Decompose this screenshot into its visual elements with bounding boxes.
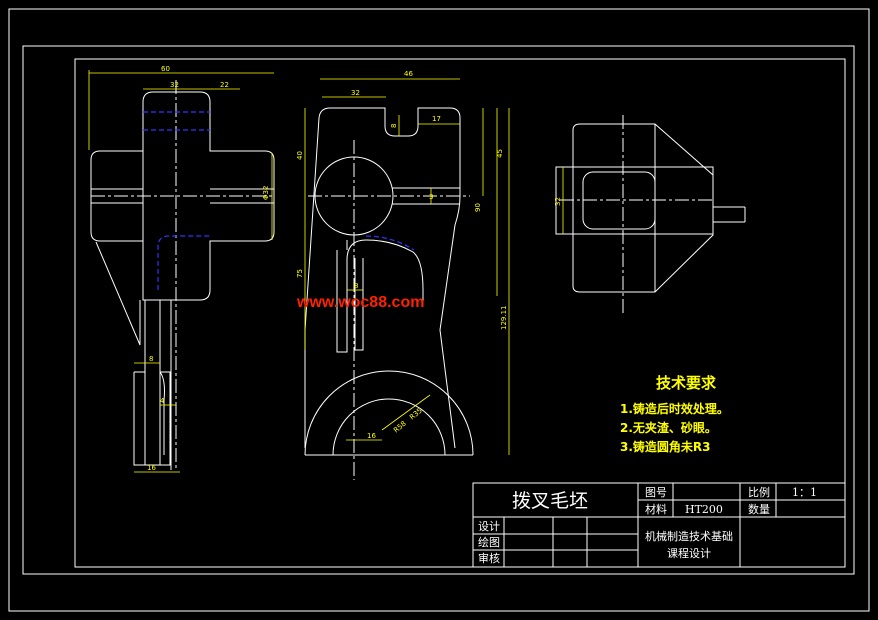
review-label: 审核 (478, 551, 500, 565)
scale-value: 1：1 (792, 486, 817, 499)
technical-requirements: 技术要求 1.铸造后时效处理。 2.无夹渣、砂眼。 3.铸造圆角未R3 (620, 374, 729, 454)
material-value: HT200 (685, 503, 723, 516)
course-subtitle: 课程设计 (667, 547, 711, 560)
dim-label: 8 (390, 124, 398, 128)
dim-label: 60 (161, 65, 170, 73)
dim-label: 75 (296, 269, 304, 278)
drawing-border (74, 58, 846, 568)
quantity-label: 数量 (748, 503, 770, 516)
dim-label: 90 (474, 203, 482, 212)
dim-label: 32 (170, 81, 179, 89)
dim-label: 3 (429, 193, 433, 201)
drawing-number-label: 图号 (645, 486, 667, 499)
top-view (555, 115, 746, 315)
watermark: www.woc88.com (296, 294, 424, 311)
dim-label: R58 (392, 420, 408, 435)
dim-label: 22 (220, 81, 229, 89)
dim-label: 16 (367, 432, 376, 440)
dim-label: 17 (432, 115, 441, 123)
dim-label: 45 (496, 149, 504, 158)
dim-label: Φ32 (262, 186, 270, 200)
requirements-title: 技术要求 (656, 374, 717, 392)
dim-label: 46 (404, 70, 413, 78)
draw-label: 绘图 (478, 535, 500, 549)
dim-label: 8 (149, 355, 153, 363)
inner-frame (22, 45, 855, 575)
dim-label: 4 (160, 397, 165, 405)
course-title: 机械制造技术基础 (645, 529, 733, 543)
scale-label: 比例 (748, 485, 770, 499)
dim-label: 32 (351, 89, 360, 97)
dim-label: 16 (147, 464, 156, 472)
dim-label: 32 (554, 197, 562, 206)
design-label: 设计 (478, 520, 500, 533)
front-view (304, 78, 510, 480)
left-view (88, 70, 275, 473)
requirement-item: 2.无夹渣、砂眼。 (620, 420, 717, 435)
dim-label: 40 (296, 151, 304, 160)
requirement-item: 3.铸造圆角未R3 (620, 439, 711, 454)
dim-label: 129.11 (500, 306, 508, 331)
requirement-item: 1.铸造后时效处理。 (620, 401, 729, 416)
material-label: 材料 (645, 502, 667, 516)
part-name: 拨叉毛坯 (512, 490, 588, 512)
dim-label: 8 (354, 282, 358, 290)
title-block: 拨叉毛坯 图号 比例 1：1 材料 HT200 数量 设计 绘图 审核 机械制造… (472, 482, 846, 568)
dimension-labels: 60 32 22 Φ32 8 4 16 46 32 8 17 40 45 3 9… (147, 65, 562, 472)
outer-frame (8, 8, 870, 612)
